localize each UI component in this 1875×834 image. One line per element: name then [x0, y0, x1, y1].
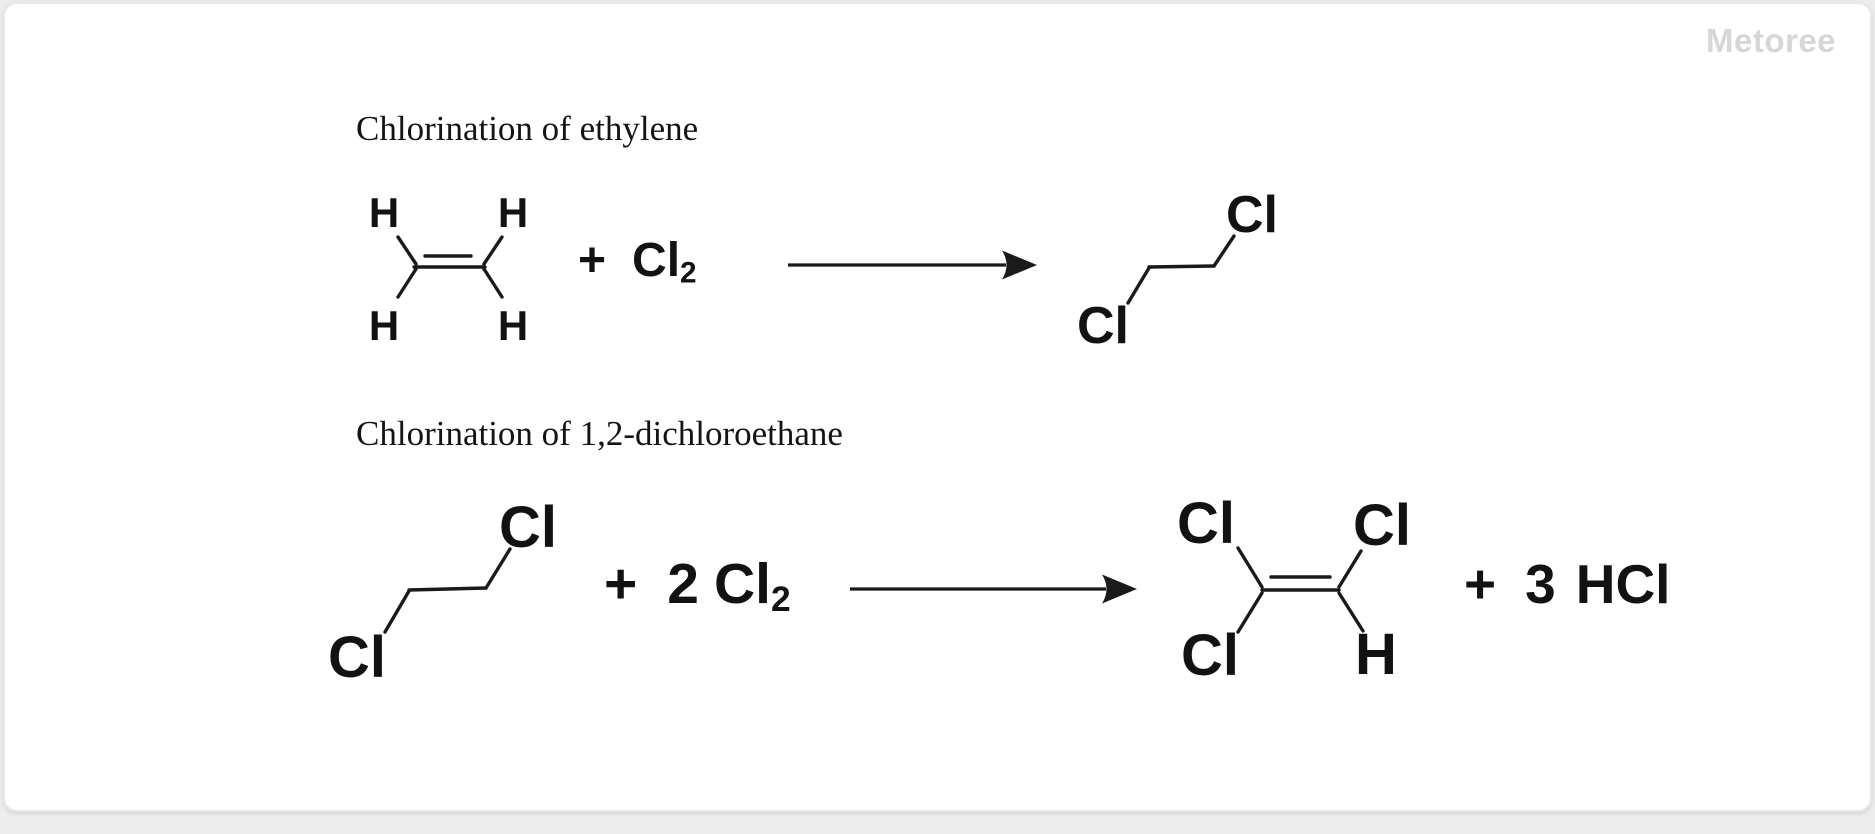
reaction1-arrow-icon — [788, 250, 1037, 280]
atom-label: H — [498, 189, 528, 236]
bond-line — [482, 267, 504, 299]
stoichiometric-coefficient: 3 — [1525, 553, 1556, 615]
reagent-cl2: + Cl2 — [578, 237, 697, 288]
bond-line — [407, 586, 488, 592]
atom-label: Cl — [328, 625, 386, 690]
arrow-head — [1002, 250, 1037, 280]
atom-label: Cl — [499, 495, 557, 560]
bond-line — [484, 547, 512, 590]
arrow-head — [1102, 574, 1137, 604]
atom-label: H — [1355, 622, 1397, 687]
bond-line — [1337, 591, 1365, 633]
bond-line — [396, 235, 418, 266]
atom-label: H — [369, 189, 399, 236]
reaction1-title: Chlorination of ethylene — [356, 109, 699, 148]
atom-label: Cl — [1177, 491, 1235, 556]
plus-sign: + — [1464, 553, 1497, 615]
bond-line — [396, 267, 418, 299]
stoichiometric-coefficient: 2 — [667, 552, 699, 616]
bond-line — [383, 589, 411, 634]
metoree-watermark: Metoree — [1706, 22, 1837, 59]
plus-sign: + — [578, 234, 607, 287]
dichloroethane-product-structure: Cl Cl — [1077, 186, 1278, 355]
atom-label: H — [369, 302, 399, 349]
atom-label: Cl — [1077, 297, 1129, 355]
bond-line — [1126, 266, 1151, 305]
bond-line — [1147, 264, 1216, 269]
atom-label: Cl — [1353, 493, 1411, 558]
bond-line — [1236, 591, 1264, 634]
plus-sign: + — [604, 552, 638, 616]
atom-label: Cl — [1226, 186, 1278, 244]
ethylene-structure: H H H H — [369, 189, 528, 349]
bond-line — [1212, 234, 1236, 268]
trichloroethylene-product-structure: Cl Cl Cl H — [1177, 491, 1411, 688]
formula-cl2: Cl2 — [632, 234, 697, 290]
bond-line — [1236, 546, 1264, 589]
reaction2-arrow-icon — [850, 574, 1137, 604]
bond-line — [482, 235, 504, 266]
formula-cl2: Cl2 — [714, 552, 791, 619]
bond-line — [1337, 549, 1363, 589]
reaction2-title: Chlorination of 1,2-dichloroethane — [356, 414, 843, 453]
formula-hcl: HCl — [1575, 553, 1671, 615]
atom-label: H — [498, 302, 528, 349]
content-card — [3, 2, 1872, 812]
atom-label: Cl — [1181, 623, 1239, 688]
dichloroethane-reactant-structure: Cl Cl — [328, 495, 557, 690]
